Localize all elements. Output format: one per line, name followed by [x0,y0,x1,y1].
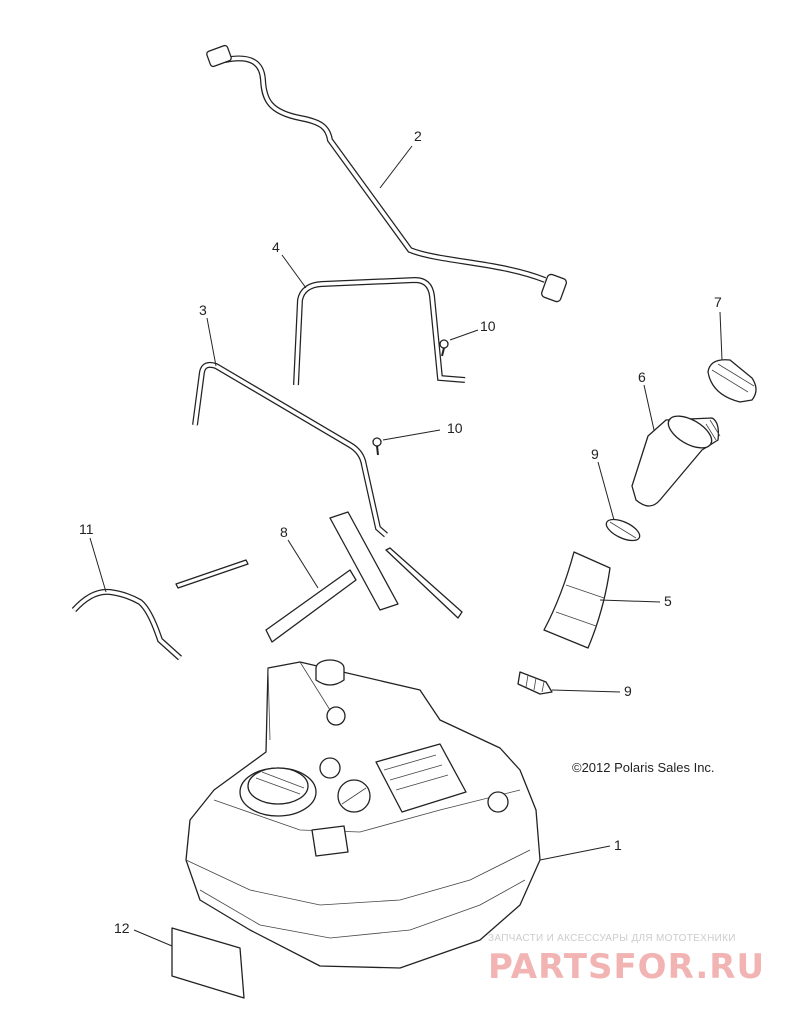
leader-12 [133,929,173,947]
watermark-brand: PARTSFOR.RU [488,947,765,987]
watermark-tagline: ЗАПЧАСТИ И АКСЕССУАРЫ ДЛЯ МОТОТЕХНИКИ [488,933,736,944]
part-9-clamp-upper [605,518,641,542]
callout-8: 8 [280,524,288,540]
leader-6 [643,384,655,431]
callout-9-lower: 9 [624,683,632,699]
part-5-filler-hose [543,551,611,649]
leader-4 [281,254,307,289]
leader-8 [287,539,319,589]
leader-5 [599,599,661,603]
copyright-text: ©2012 Polaris Sales Inc. [572,760,715,775]
leader-1 [539,845,611,861]
part-10-bolt-lower [372,437,382,456]
part-10-bolt-upper [439,339,449,357]
part-1-fuel-tank [185,659,541,969]
leader-10b [382,429,441,441]
callout-11: 11 [79,521,94,537]
leader-9b [551,689,621,693]
callout-4: 4 [272,239,280,255]
leader-7 [719,311,723,361]
part-6-filler-neck [631,415,721,507]
part-4-upper-strap [293,276,466,386]
callout-9-upper: 9 [591,446,599,462]
callout-3: 3 [199,302,207,318]
leader-9a [597,461,615,521]
part-9-fitting-lower [517,671,553,695]
callout-7: 7 [714,294,722,310]
callout-10-lower: 10 [447,420,463,436]
part-11-hose [71,588,183,661]
callout-12: 12 [114,920,130,936]
callout-6: 6 [638,369,646,385]
part-2-vent-line [206,44,568,303]
callout-5: 5 [664,593,672,609]
part-8-foam-strips [175,511,463,643]
leader-11 [89,537,107,593]
leader-10a [449,329,479,341]
part-7-fuel-cap [707,359,757,403]
callout-2: 2 [414,128,422,144]
part-12-label [171,927,245,999]
callout-1: 1 [614,837,622,853]
leader-2 [379,145,413,189]
leader-3 [206,317,217,367]
callout-10-upper: 10 [480,318,496,334]
part-3-lower-strap [192,361,388,538]
